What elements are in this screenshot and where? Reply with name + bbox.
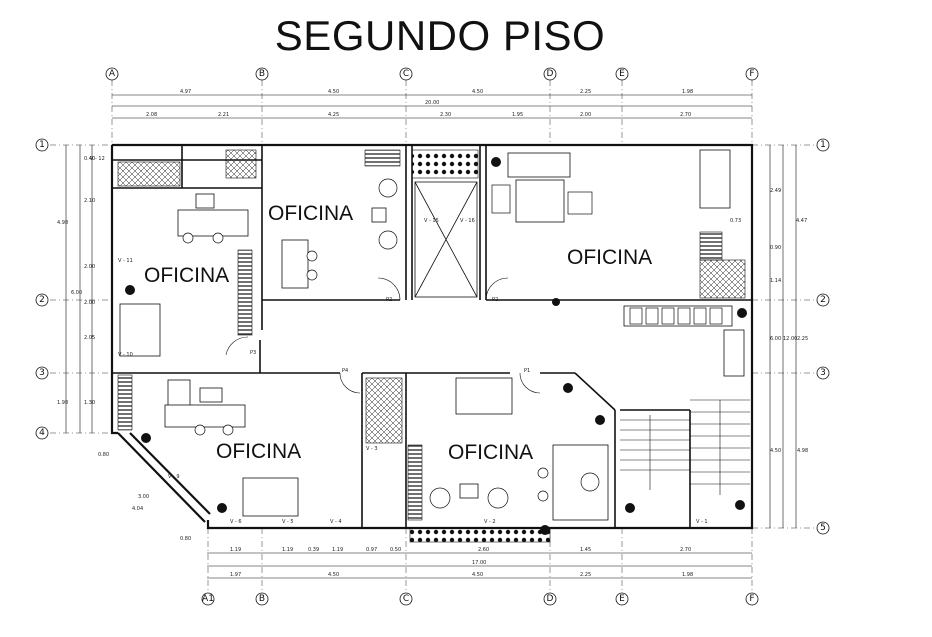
grid-col-bottom-c: C xyxy=(402,594,410,604)
dim-top-inner: 2.70 xyxy=(680,112,692,118)
grid-col-bottom-d: D xyxy=(546,594,554,604)
window-label: V - 12 xyxy=(90,156,105,162)
dim-top: 2.25 xyxy=(580,89,592,95)
grid-col-bottom-b: B xyxy=(258,594,266,604)
dim-right: 2.49 xyxy=(770,188,782,194)
grid-col-top-d: D xyxy=(546,69,554,79)
dim-right: 12.00 xyxy=(783,336,798,342)
grid-col-top-c: C xyxy=(402,69,410,79)
grid-row-left-4: 4 xyxy=(39,428,45,438)
dim-bottom-inner: 1.19 xyxy=(282,547,294,553)
dim-left: 0.40 xyxy=(84,156,96,162)
dim-diagonal: 3.00 xyxy=(138,494,150,500)
grid-row-left-2: 2 xyxy=(39,295,45,305)
dim-diagonal: 0.80 xyxy=(180,536,192,542)
dim-top-total: 20.00 xyxy=(425,100,440,106)
grid-col-top-f: F xyxy=(749,69,755,79)
dim-left: 2.05 xyxy=(84,335,96,341)
dim-right: 4.47 xyxy=(796,218,808,224)
dim-right: 4.50 xyxy=(770,448,782,454)
dim-diagonal: 4.04 xyxy=(132,506,144,512)
window-label: V - 4 xyxy=(330,519,342,525)
dim-top: 1.98 xyxy=(682,89,694,95)
dim-top-inner: 2.00 xyxy=(580,112,592,118)
room-label-office-north-east: OFICINA xyxy=(567,246,653,269)
dim-left: 1.98 xyxy=(57,400,69,406)
door-label: P2 xyxy=(386,297,393,303)
dim-top-inner: 2.21 xyxy=(218,112,230,118)
dim-top-inner: 2.30 xyxy=(440,112,452,118)
window-label: V - 10 xyxy=(118,352,133,358)
dim-diagonal: 0.80 xyxy=(98,452,110,458)
dim-right: 1.14 xyxy=(770,278,782,284)
dim-top-inner: 2.08 xyxy=(146,112,158,118)
room-label-office-south-east: OFICINA xyxy=(448,441,534,464)
grid-col-bottom-f: F xyxy=(749,594,755,604)
dim-bottom: 4.50 xyxy=(472,572,484,578)
dim-right: 0.90 xyxy=(770,245,782,251)
grid-row-right-3: 3 xyxy=(820,368,826,378)
dim-bottom-inner: 1.19 xyxy=(230,547,242,553)
dim-bottom: 1.98 xyxy=(682,572,694,578)
dim-bottom-inner: 1.19 xyxy=(332,547,344,553)
door-label: P3 xyxy=(250,350,257,356)
window-label: V - 11 xyxy=(118,258,133,264)
plan-title: SEGUNDO PISO xyxy=(274,12,606,59)
room-label-office-north-west: OFICINA xyxy=(268,202,354,225)
grid-row-left-1: 1 xyxy=(39,140,45,150)
dim-left: 4.98 xyxy=(57,220,69,226)
window-label: V - 5 xyxy=(282,519,294,525)
window-label: V - 3 xyxy=(366,446,378,452)
dim-left: 2.00 xyxy=(84,264,96,270)
dim-top: 4.50 xyxy=(472,89,484,95)
dim-left: 6.00 xyxy=(71,290,83,296)
dim-right: 2.25 xyxy=(797,336,809,342)
window-label: V - 9 xyxy=(168,474,180,480)
dim-top: 4.50 xyxy=(328,89,340,95)
dim-bottom-inner: 0.50 xyxy=(390,547,402,553)
door-label: P1 xyxy=(524,368,531,374)
room-label-office-south-west: OFICINA xyxy=(216,440,302,463)
dim-right: 6.00 xyxy=(770,336,782,342)
grid-col-bottom-a1: A1 xyxy=(202,594,214,604)
grid-col-bottom-e: E xyxy=(619,594,625,604)
window-label: V - 16 xyxy=(460,218,475,224)
dim-bottom: 1.97 xyxy=(230,572,242,578)
grid-row-left-3: 3 xyxy=(39,368,45,378)
grid-col-top-a: A xyxy=(108,69,116,79)
dim-right: 4.98 xyxy=(797,448,809,454)
dim-left: 2.10 xyxy=(84,198,96,204)
dim-top: 4.97 xyxy=(180,89,192,95)
grid-col-top-b: B xyxy=(258,69,266,79)
dim-bottom-total: 17.00 xyxy=(472,560,487,566)
dim-bottom-inner: 2.60 xyxy=(478,547,490,553)
grid-row-right-2: 2 xyxy=(820,295,826,305)
room-label-office-west: OFICINA xyxy=(144,264,230,287)
window-label: V - 15 xyxy=(424,218,439,224)
dim-left: 1.30 xyxy=(84,400,96,406)
dim-right: 0.73 xyxy=(730,218,742,224)
window-label: V - 1 xyxy=(696,519,708,525)
dim-top-inner: 4.25 xyxy=(328,112,340,118)
door-label: P2 xyxy=(492,297,499,303)
dim-bottom: 2.25 xyxy=(580,572,592,578)
dim-left: 2.00 xyxy=(84,300,96,306)
window-label: V - 2 xyxy=(484,519,496,525)
grid-col-top-e: E xyxy=(619,69,625,79)
dim-bottom-inner: 0.97 xyxy=(366,547,378,553)
dim-bottom-inner: 1.45 xyxy=(580,547,592,553)
dim-bottom-inner: 0.39 xyxy=(308,547,320,553)
door-label: P4 xyxy=(342,368,349,374)
dim-top-inner: 1.95 xyxy=(512,112,524,118)
grid-row-right-5: 5 xyxy=(820,523,826,533)
dim-bottom-inner: 2.70 xyxy=(680,547,692,553)
window-label: V - 6 xyxy=(230,519,242,525)
grid-row-right-1: 1 xyxy=(820,140,826,150)
dim-bottom: 4.50 xyxy=(328,572,340,578)
